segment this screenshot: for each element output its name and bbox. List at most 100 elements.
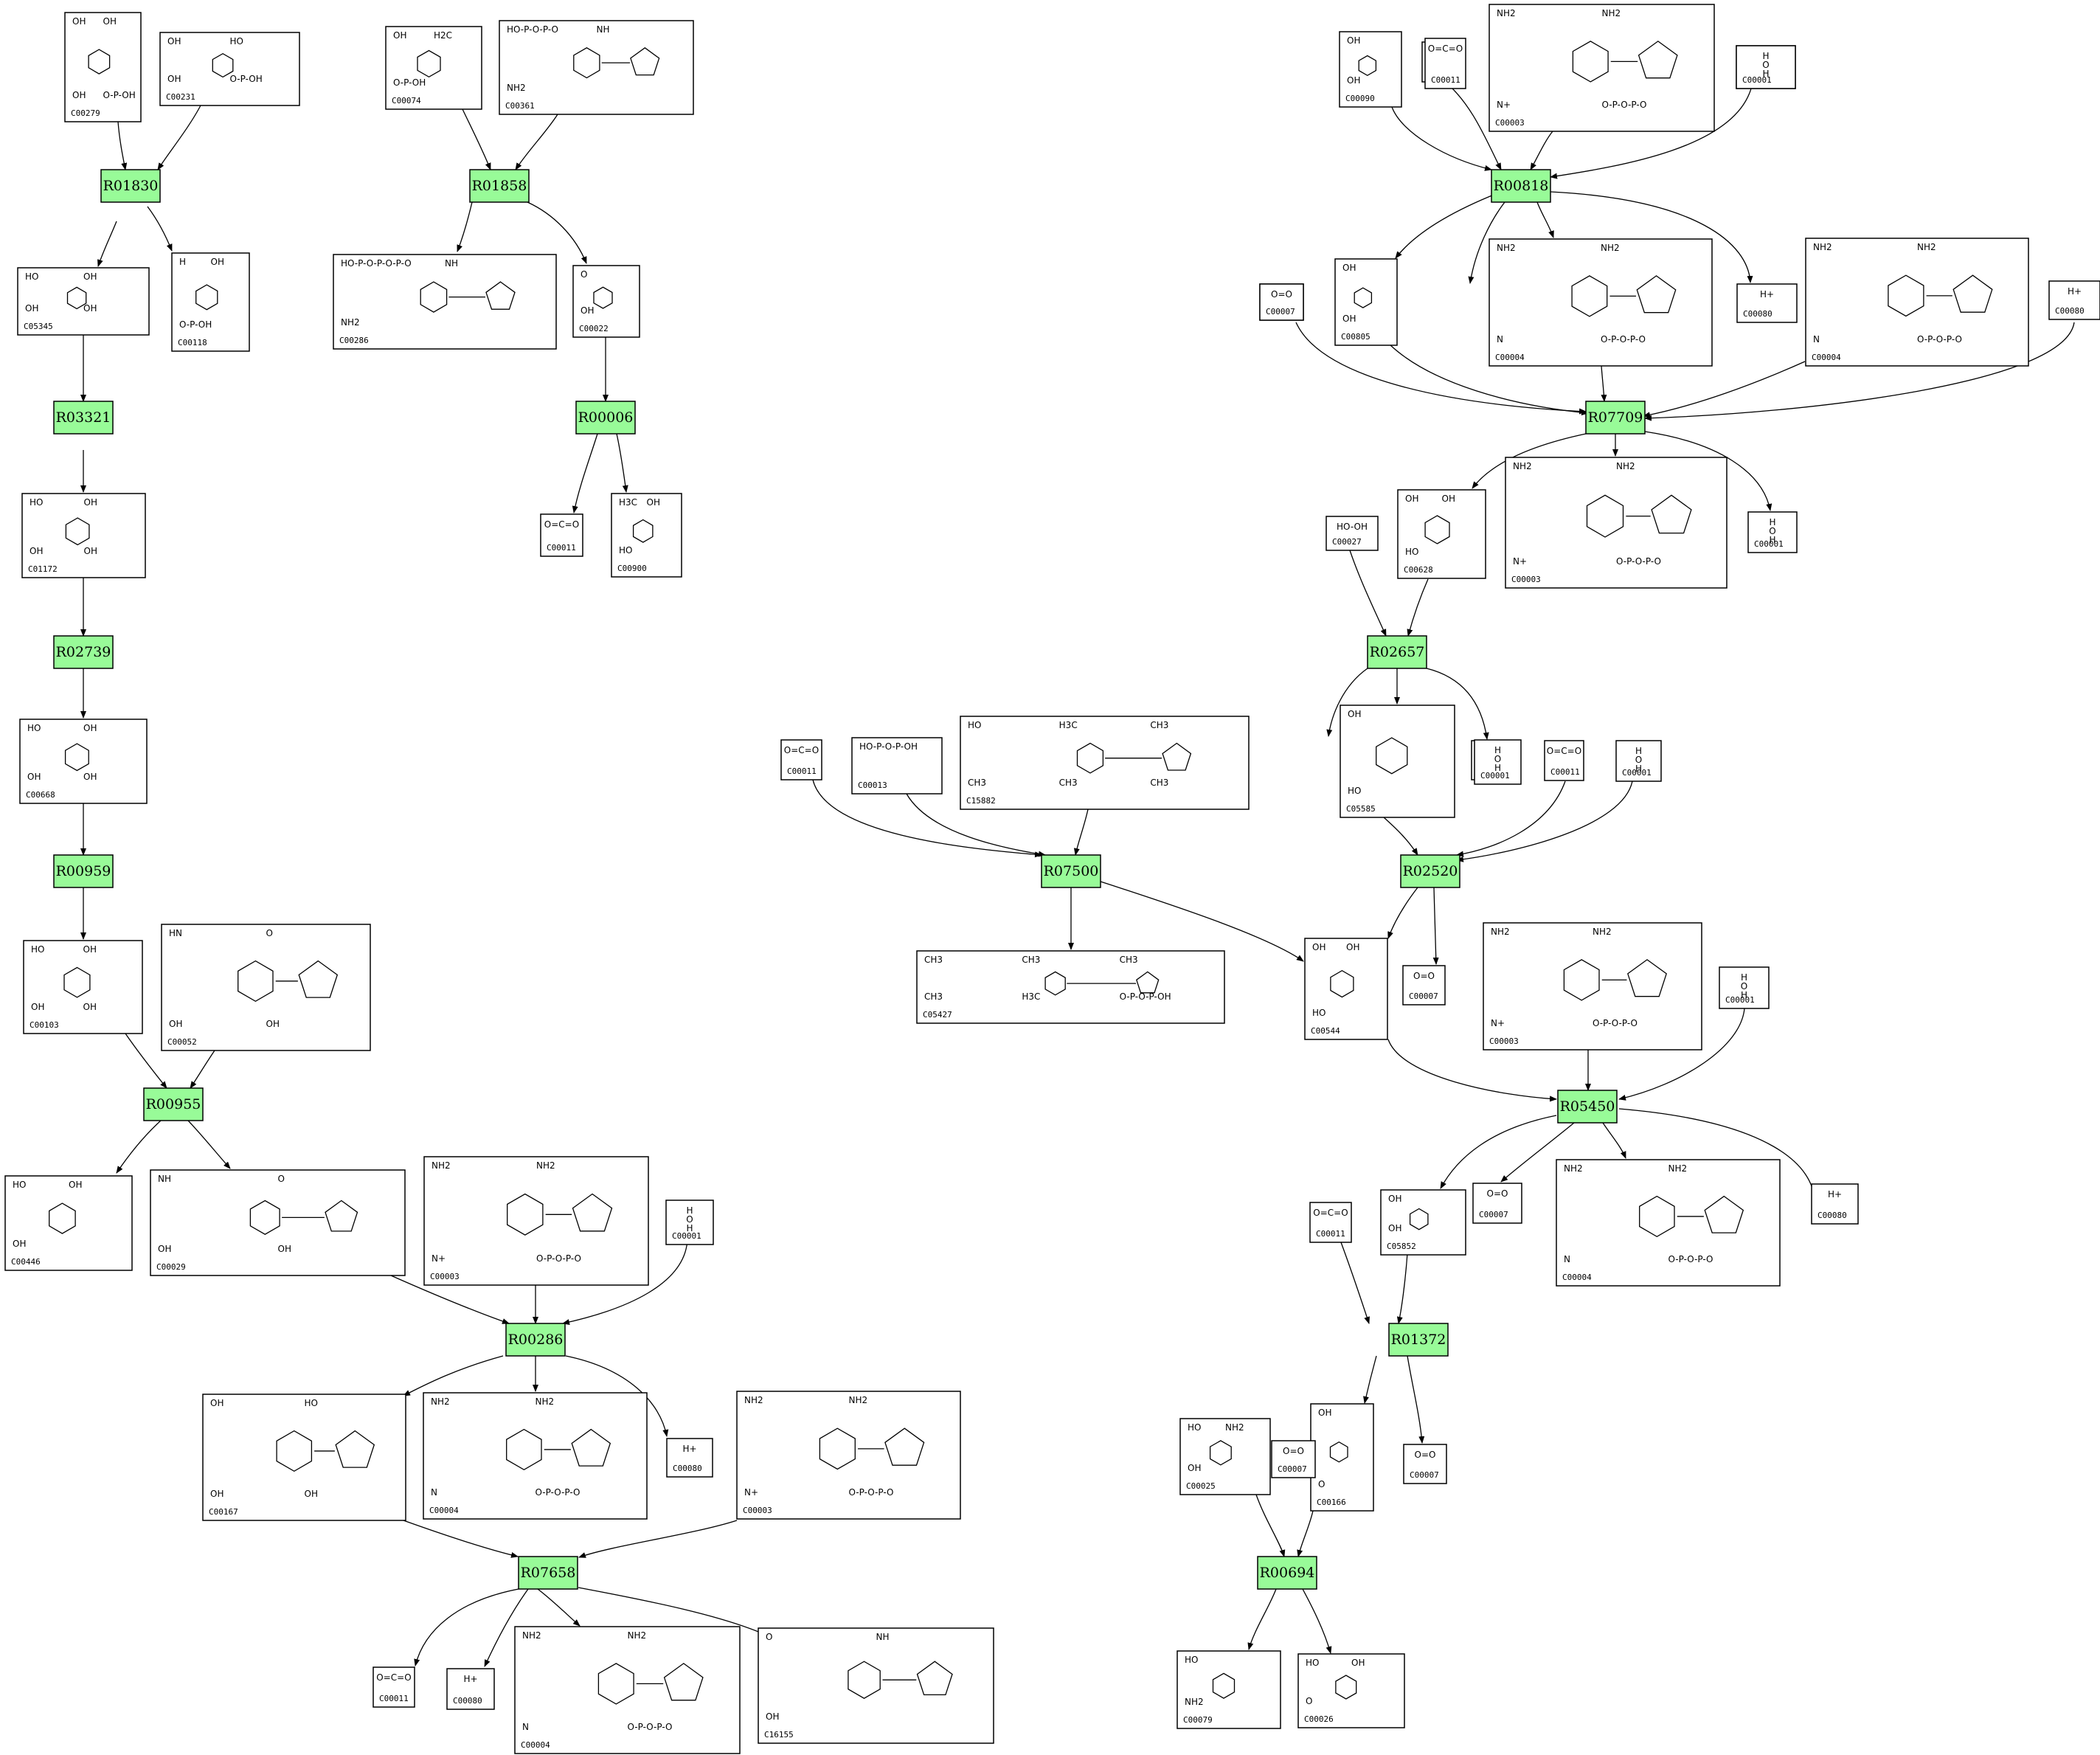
structure-fragment: OH [766, 1711, 779, 1722]
compound-c00080[interactable]: H+C00080 [2048, 280, 2100, 320]
reaction-r05450[interactable]: R05450 [1557, 1090, 1618, 1124]
reaction-arrow [1349, 550, 1387, 637]
reaction-r01372[interactable]: R01372 [1388, 1323, 1449, 1357]
ring-structure-icon [485, 281, 516, 310]
reaction-r03321[interactable]: R03321 [53, 401, 114, 435]
structure-fragment: NH2 [1513, 461, 1532, 471]
reaction-r02520[interactable]: R02520 [1400, 854, 1460, 888]
structure-fragment: N [431, 1487, 437, 1498]
reaction-r00955[interactable]: R00955 [143, 1087, 204, 1121]
compound-id-label: C00026 [1304, 1714, 1334, 1724]
reaction-r01830[interactable]: R01830 [100, 169, 161, 203]
compound-c00080[interactable]: H+C00080 [666, 1438, 713, 1478]
structure-fragment: NH2 [1616, 461, 1635, 471]
ring-structure-icon [1376, 737, 1408, 775]
compound-c00080[interactable]: H+C00080 [1811, 1183, 1859, 1225]
compound-id-label: C00004 [521, 1740, 550, 1750]
compound-id-label: C00011 [1550, 767, 1580, 777]
compound-id-label: C00004 [1562, 1273, 1592, 1282]
compound-id-label: C00001 [672, 1231, 701, 1241]
compound-id-label: C00231 [166, 92, 195, 102]
reaction-r07500[interactable]: R07500 [1041, 854, 1101, 888]
reaction-r00959[interactable]: R00959 [53, 854, 114, 888]
reaction-r00818[interactable]: R00818 [1491, 169, 1551, 203]
structure-fragment: NH [158, 1174, 171, 1184]
ring-structure-icon [630, 46, 660, 76]
reaction-r00006[interactable]: R00006 [575, 401, 636, 435]
reaction-r00694[interactable]: R00694 [1257, 1556, 1317, 1590]
reaction-r00286[interactable]: R00286 [505, 1323, 566, 1357]
compound-c00080[interactable]: H+C00080 [446, 1668, 495, 1710]
reaction-r07709[interactable]: R07709 [1585, 401, 1646, 435]
reaction-arrow [616, 433, 628, 493]
structure-fragment: O=C=O [1428, 44, 1463, 54]
reaction-r02739[interactable]: R02739 [53, 635, 114, 669]
reaction-r07658[interactable]: R07658 [518, 1556, 578, 1590]
reaction-r02657[interactable]: R02657 [1367, 635, 1427, 669]
reaction-r01858[interactable]: R01858 [469, 169, 530, 203]
reaction-arrow [1536, 201, 1554, 238]
compound-c00080[interactable]: H+C00080 [1736, 283, 1798, 323]
compound-id-label: C00001 [1742, 75, 1772, 85]
